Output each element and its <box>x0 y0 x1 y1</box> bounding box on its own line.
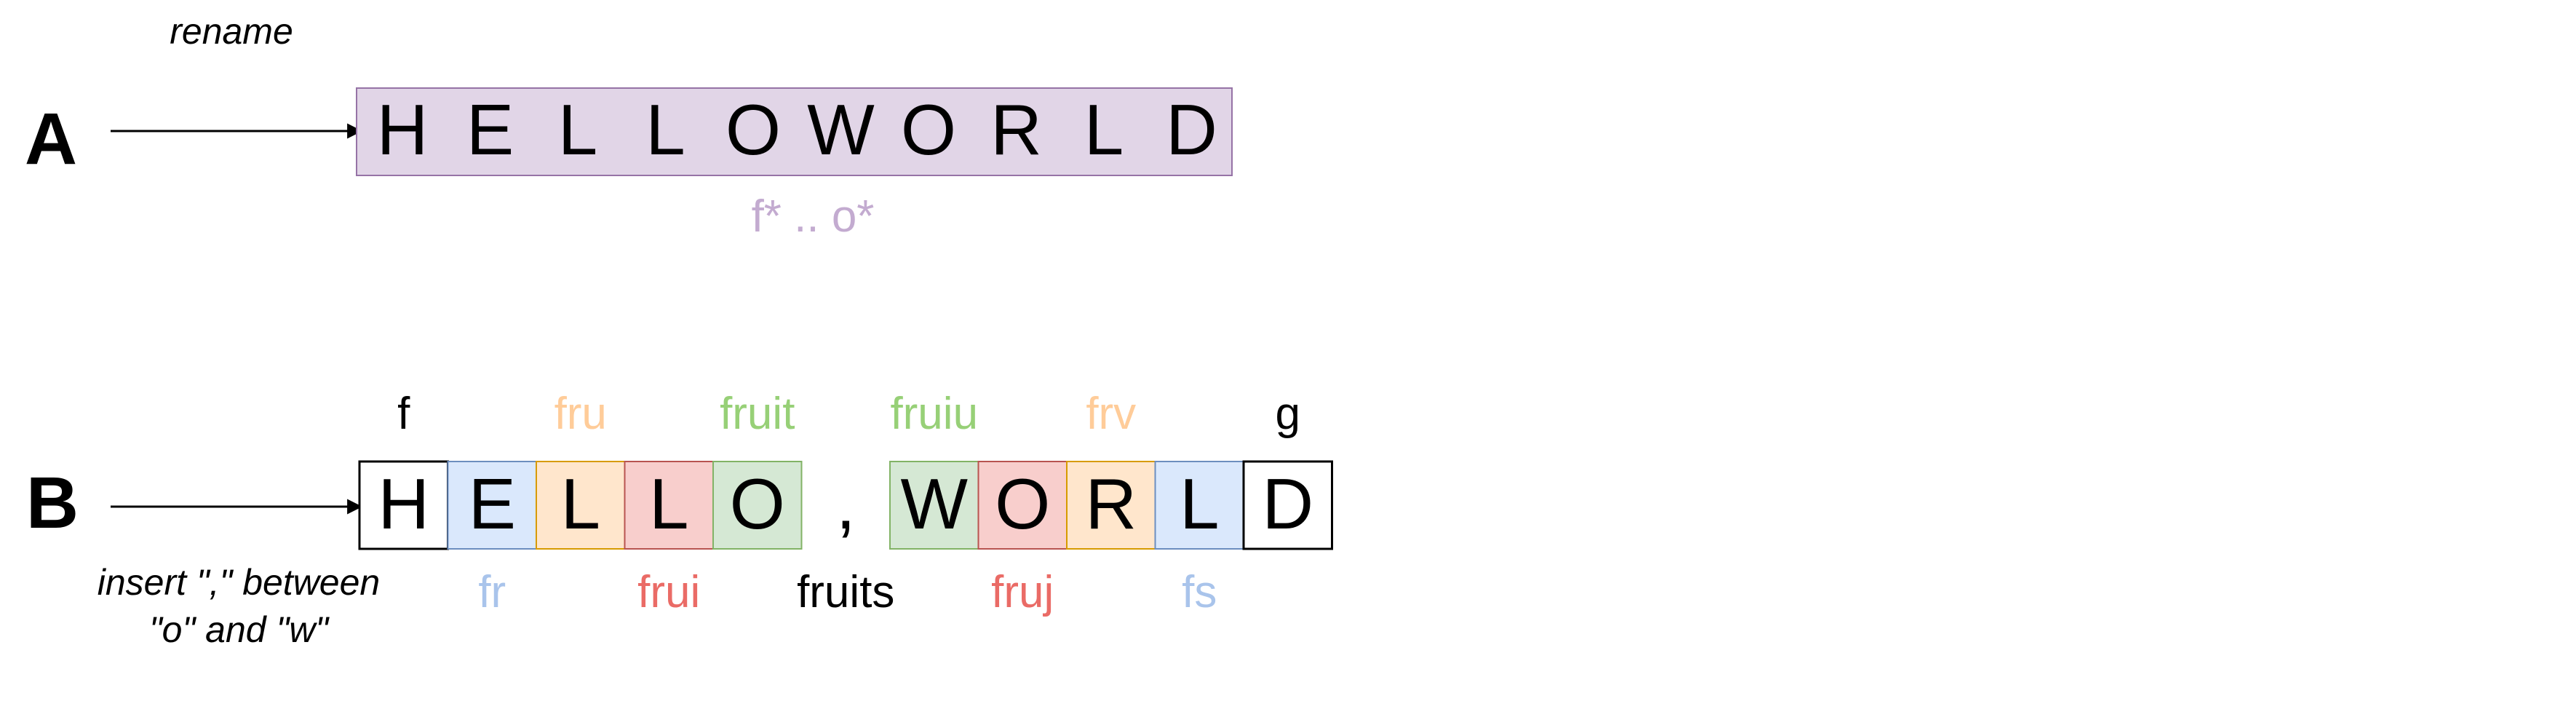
row-a-note: rename <box>170 11 293 52</box>
row-a-letter: E <box>466 90 514 170</box>
row-a-letter: W <box>807 90 875 170</box>
row-b-cell-box <box>536 461 626 550</box>
row-b-cell-char: E <box>469 464 516 544</box>
row-b-cell-box <box>889 461 979 550</box>
row-b-note-line-1: insert "," between <box>98 562 380 603</box>
row-b-cell-key: fs <box>1182 567 1217 617</box>
row-a-letter: L <box>645 90 685 170</box>
row-b-cell-char: , <box>836 464 856 544</box>
row-a-letter: L <box>1084 90 1124 170</box>
row-b-cell-box <box>447 461 537 550</box>
row-b-cell-char: O <box>995 464 1050 544</box>
row-b-cell-char: L <box>649 464 689 544</box>
row-b-cell-key: f <box>397 389 410 439</box>
row-b-cell-char: L <box>1180 464 1220 544</box>
row-a-letter: D <box>1166 90 1217 170</box>
row-b-cell-key: g <box>1276 389 1300 439</box>
row-b-cell-key: frui <box>637 567 700 617</box>
row-b-cell-char: R <box>1085 464 1137 544</box>
row-b-cell-box <box>712 461 803 550</box>
row-b-cell-key: fruits <box>797 567 894 617</box>
row-b-cell-key: fruj <box>991 567 1054 617</box>
row-b-cell-key: fr <box>478 567 506 617</box>
row-b-cell-key: frv <box>1086 389 1136 439</box>
row-b-cell-box <box>1242 460 1333 550</box>
row-a-letter: O <box>901 90 956 170</box>
row-a-string-box <box>356 87 1233 176</box>
row-b-cell-key: fruiu <box>890 389 978 439</box>
row-b-cell-key: fru <box>554 389 607 439</box>
row-b-cell-char: O <box>730 464 785 544</box>
row-a-letter: R <box>990 90 1042 170</box>
row-a-letter: O <box>726 90 781 170</box>
row-b-cell-key: fruit <box>720 389 795 439</box>
row-b-cell-box <box>624 461 714 550</box>
row-a-key-range: f* .. o* <box>752 191 875 242</box>
row-b-cell-char: W <box>901 464 969 544</box>
row-b-note-line-2: "o" and "w" <box>149 609 330 650</box>
row-b-cell-char: D <box>1262 464 1313 544</box>
row-b-label: B <box>26 462 79 544</box>
row-b-cell-box <box>977 461 1068 550</box>
row-b-cell-box <box>358 460 449 550</box>
row-a-letter: L <box>558 90 598 170</box>
row-b-cell-char: L <box>560 464 600 544</box>
row-a-letter: H <box>377 90 429 170</box>
row-a-label: A <box>25 98 77 180</box>
row-b-cell-char: H <box>378 464 429 544</box>
